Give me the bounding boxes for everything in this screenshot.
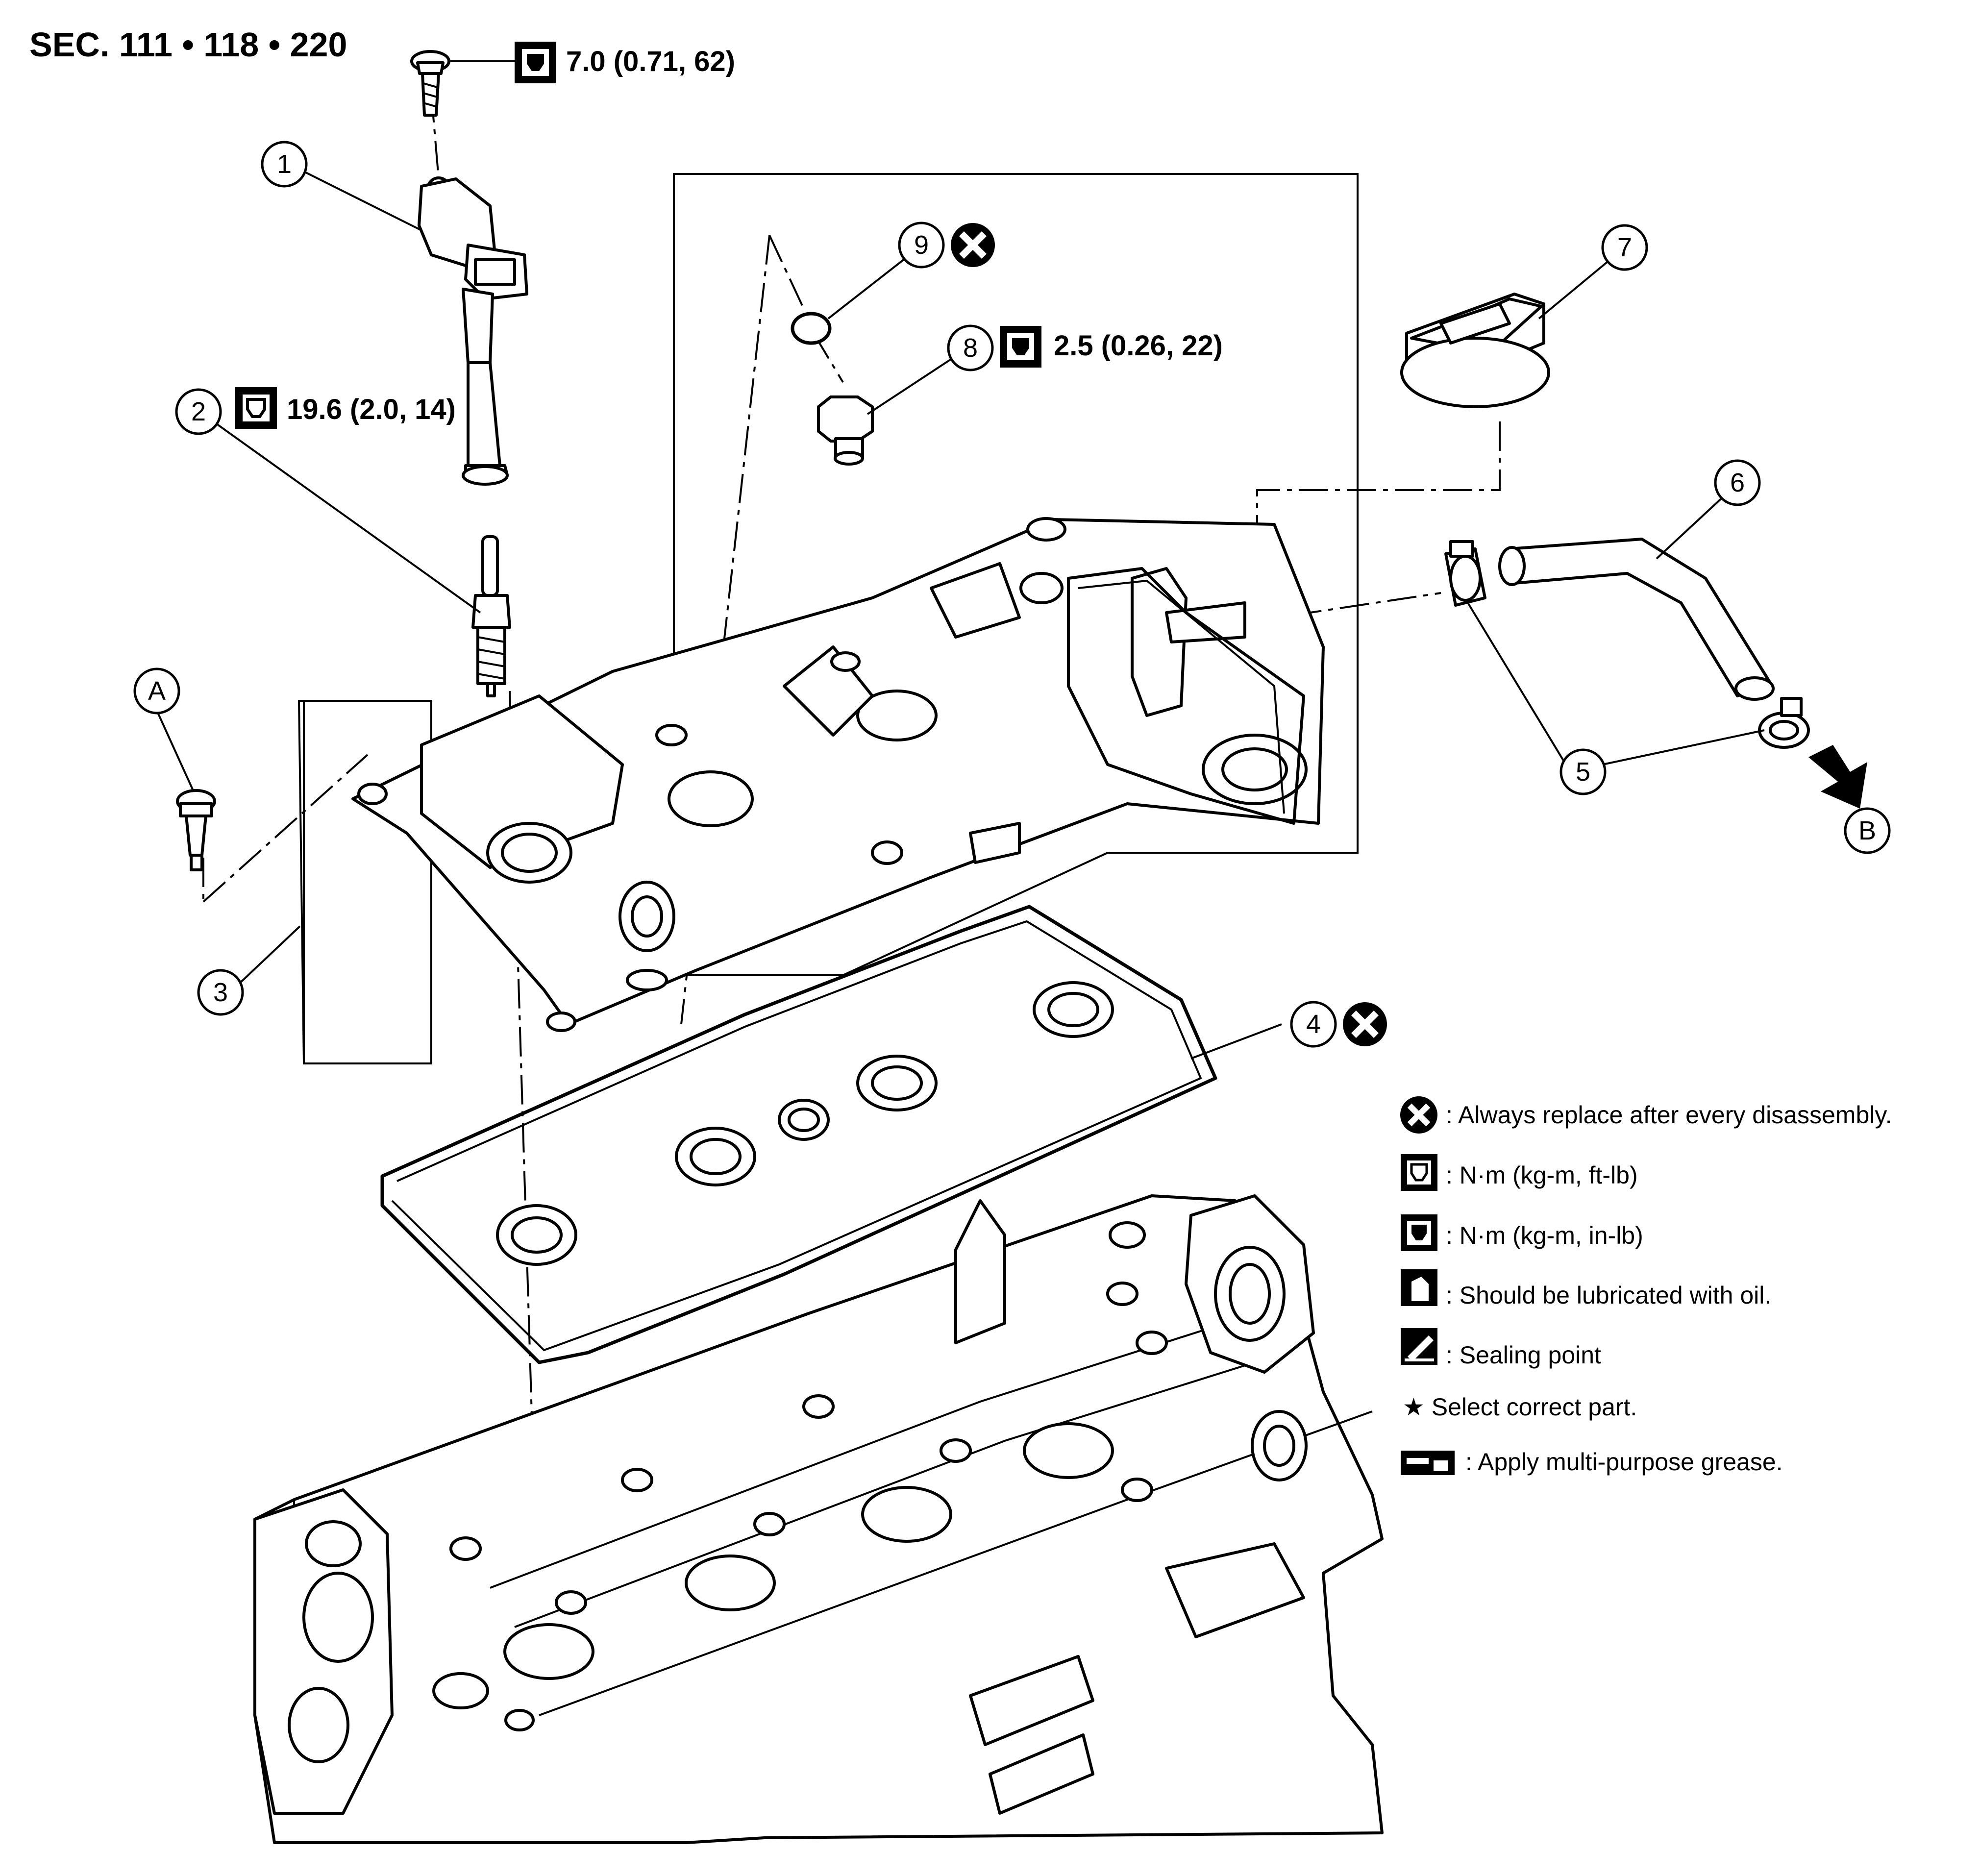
leader-4 [1190,1023,1282,1060]
torque-inlb-icon [515,42,556,83]
leader-7 [1538,259,1611,320]
rocker-cover [351,517,1325,1032]
hose-clamp-lower [1758,697,1810,749]
legend-oil: : Should be lubricated with oil. [1446,1282,1771,1309]
svg-text:7: 7 [1617,233,1632,262]
replace-x-icon [1343,1002,1387,1046]
dash-hose-to-pcv [1244,592,1441,623]
callout-a: A [133,667,180,715]
legend-replace: : Always replace after every disassembly… [1446,1101,1892,1129]
leader-3 [237,925,301,986]
legend-nm-inlb: : N·m (kg-m, in-lb) [1446,1222,1643,1249]
svg-text:B: B [1858,816,1876,845]
ignition-coil [418,176,528,486]
cylinder-head [253,1194,1384,1844]
rocker-cover-gasket [380,905,1217,1364]
sealing-icon [1401,1328,1437,1365]
oil-filler-cap [1400,293,1550,408]
callout-b: B [1844,807,1891,854]
torque-label-2: 19.6 (2.0, 14) [287,394,456,425]
torque-label-1: 7.0 (0.71, 62) [566,46,735,77]
svg-text:A: A [148,676,166,706]
replace-x-icon [951,223,995,267]
leader-8 [866,357,954,415]
grease-icon [1401,1451,1455,1475]
svg-text:4: 4 [1306,1010,1321,1039]
oil-can-icon [1401,1269,1437,1306]
torque-inlb-icon [1401,1214,1437,1251]
leader-5a [1467,602,1567,765]
callout-9: 9 [898,222,945,269]
coil-bolt [410,50,515,117]
callout-2: 2 [175,388,222,435]
dash-9-right [768,235,805,309]
svg-text:8: 8 [963,333,978,363]
leader-A [156,710,195,792]
bolt-a [176,789,216,871]
replace-x-icon [1400,1096,1437,1134]
frame-rocker-cover-3 [297,700,432,1064]
svg-text:6: 6 [1730,468,1745,497]
leader-6 [1656,494,1726,560]
callout-3: 3 [197,969,244,1016]
callout-6: 6 [1714,459,1761,506]
leader-2 [212,420,481,614]
pcv-valve [817,395,874,466]
leader-1 [303,171,422,231]
svg-text:5: 5 [1576,757,1590,787]
svg-text:9: 9 [914,230,929,260]
torque-ftlb-icon [235,387,277,429]
callout-4: 4 [1290,1001,1337,1048]
callout-1: 1 [261,141,308,188]
leader-9 [827,256,908,320]
torque-ftlb-icon [1401,1154,1437,1191]
svg-text:2: 2 [191,397,206,426]
legend-nm-ftlb: : N·m (kg-m, ft-lb) [1446,1161,1638,1189]
legend: : Always replace after every disassembly… [1400,1096,1892,1476]
svg-text:3: 3 [213,978,228,1007]
torque-inlb-icon [1000,326,1041,368]
dash-a-bolt [202,754,369,903]
o-ring [791,312,832,345]
callout-7: 7 [1601,224,1648,271]
section-title: SEC. 111 • 118 • 220 [29,25,347,64]
leader-5b [1602,729,1765,765]
callout-5a: 5 [1559,748,1607,795]
legend-seal: : Sealing point [1446,1341,1601,1369]
torque-label-8: 2.5 (0.26, 22) [1054,330,1223,362]
spark-plug [471,535,511,697]
arrow-b-icon [1808,745,1867,809]
legend-grease: : Apply multi-purpose grease. [1465,1448,1783,1476]
hose-clamp-upper [1444,540,1486,607]
callout-8: 8 [947,324,994,371]
breather-hose [1498,538,1775,701]
svg-text:1: 1 [277,149,292,179]
legend-select: ★ Select correct part. [1403,1393,1637,1421]
